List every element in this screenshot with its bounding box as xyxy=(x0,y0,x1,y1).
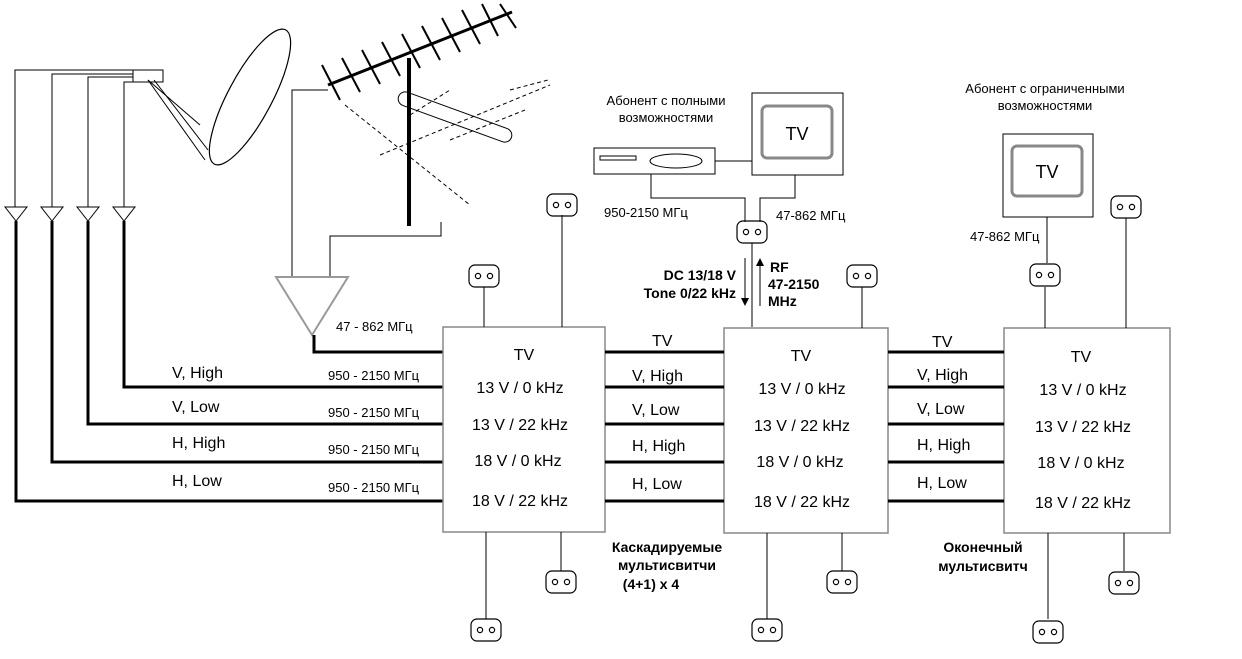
switch-row: TV xyxy=(1071,349,1092,366)
line-freq: 950 - 2150 МГц xyxy=(328,480,420,495)
outlet-socket-icon xyxy=(545,570,577,594)
outlet-socket-icon xyxy=(546,193,578,217)
amplifier-icon xyxy=(274,276,350,337)
signal-arrows: DC 13/18 V Tone 0/22 kHz RF 47-2150 MHz xyxy=(644,258,820,309)
lnb-amplifiers xyxy=(3,206,137,222)
lnb-labels: V, High V, Low H, High H, Low 950 - 2150… xyxy=(172,365,420,495)
full-subscriber: Абонент с полными возможностями TV 950-2… xyxy=(593,92,846,327)
limited-subscriber: Абонент с ограниченными возможностями TV… xyxy=(965,81,1125,263)
link-label: H, High xyxy=(632,438,685,455)
satellite-dish-icon xyxy=(147,28,292,166)
limited-subscriber-title: возможностями xyxy=(998,98,1093,113)
outlet-socket-icon xyxy=(1029,263,1061,287)
outlet-socket-icon xyxy=(826,570,858,594)
captions: Каскадируемые мультисвитчи (4+1) x 4 Око… xyxy=(612,539,1028,592)
sat-freq-label: 950-2150 МГц xyxy=(604,205,688,220)
multiswitch-2: TV 13 V / 0 kHz 13 V / 22 kHz 18 V / 0 k… xyxy=(723,327,889,534)
link-label: TV xyxy=(932,334,953,351)
rf-range-label: 47-2150 xyxy=(768,276,820,292)
limited-subscriber-title: Абонент с ограниченными xyxy=(965,81,1124,96)
outlet-sockets xyxy=(468,193,1142,644)
cascade-caption: (4+1) x 4 xyxy=(623,576,680,592)
switch-row: 18 V / 22 kHz xyxy=(754,494,850,511)
tv-label: TV xyxy=(785,124,808,144)
switch-row: 18 V / 0 kHz xyxy=(756,454,843,471)
tv-icon: TV xyxy=(1002,133,1094,218)
rf-unit-label: MHz xyxy=(768,293,797,309)
switch-row: 13 V / 0 kHz xyxy=(476,380,563,397)
outlet-socket-icon xyxy=(468,264,500,288)
switch-row: 13 V / 22 kHz xyxy=(754,418,850,435)
terminal-caption: Оконечный xyxy=(943,539,1022,555)
line-freq: 950 - 2150 МГц xyxy=(328,405,420,420)
tone-label: Tone 0/22 kHz xyxy=(644,285,736,301)
switch-row: TV xyxy=(791,348,812,365)
outlet-socket-icon xyxy=(1032,620,1064,644)
terrestrial-antenna-icon xyxy=(321,3,551,226)
switch-row: 18 V / 0 kHz xyxy=(474,453,561,470)
receiver-icon xyxy=(593,147,716,175)
antenna-feed-line xyxy=(291,89,328,285)
lnb-icon xyxy=(14,69,164,207)
lnb-output-lines xyxy=(14,221,443,503)
rf-label: RF xyxy=(770,259,789,275)
line-label: H, High xyxy=(172,435,225,452)
multiswitch-3: TV 13 V / 0 kHz 13 V / 22 kHz 18 V / 0 k… xyxy=(1003,327,1171,534)
switch-row: 18 V / 22 kHz xyxy=(472,493,568,510)
multiswitch-1: TV 13 V / 0 kHz 13 V / 22 kHz 18 V / 0 k… xyxy=(442,326,606,533)
cascade-caption: мультисвитчи xyxy=(618,557,716,573)
terminal-caption: мультисвитч xyxy=(938,558,1028,574)
outlet-socket-icon xyxy=(736,220,768,244)
cascade-links-2-3: TV V, High V, Low H, High H, Low xyxy=(888,334,1004,503)
outlet-socket-icon xyxy=(846,264,878,288)
link-label: V, Low xyxy=(632,402,680,419)
link-label: V, High xyxy=(632,368,683,385)
line-freq: 950 - 2150 МГц xyxy=(328,442,420,457)
link-label: V, High xyxy=(917,367,968,384)
switch-row: 18 V / 22 kHz xyxy=(1035,495,1131,512)
full-subscriber-title: возможностями xyxy=(619,110,714,125)
link-label: H, High xyxy=(917,437,970,454)
tv-label: TV xyxy=(1035,162,1058,182)
line-label: H, Low xyxy=(172,473,222,490)
tv-icon: TV xyxy=(751,92,844,176)
ter-freq-label: 47-862 МГц xyxy=(970,229,1040,244)
switch-row: 18 V / 0 kHz xyxy=(1037,455,1124,472)
switch-row: 13 V / 22 kHz xyxy=(472,417,568,434)
switch-row: TV xyxy=(514,347,535,364)
dc-label: DC 13/18 V xyxy=(664,267,737,283)
cascade-caption: Каскадируемые xyxy=(612,539,722,555)
socket-stems xyxy=(483,215,1127,619)
link-label: TV xyxy=(652,333,673,350)
outlet-socket-icon xyxy=(1110,195,1142,219)
outlet-socket-icon xyxy=(751,618,783,642)
switch-row: 13 V / 0 kHz xyxy=(1039,382,1126,399)
link-label: H, Low xyxy=(632,476,682,493)
switch-row: 13 V / 0 kHz xyxy=(758,381,845,398)
outlet-socket-icon xyxy=(1108,571,1140,595)
ter-freq-label: 47-862 МГц xyxy=(776,208,846,223)
line-label: V, Low xyxy=(172,399,220,416)
outlet-socket-icon xyxy=(470,618,502,642)
terrestrial-freq-label: 47 - 862 МГц xyxy=(336,319,413,334)
link-label: V, Low xyxy=(917,401,965,418)
line-label: V, High xyxy=(172,365,223,382)
full-subscriber-title: Абонент с полными xyxy=(607,93,726,108)
cascade-links-1-2: TV V, High V, Low H, High H, Low xyxy=(605,333,724,503)
line-freq: 950 - 2150 МГц xyxy=(328,368,420,383)
link-label: H, Low xyxy=(917,475,967,492)
switch-row: 13 V / 22 kHz xyxy=(1035,419,1131,436)
